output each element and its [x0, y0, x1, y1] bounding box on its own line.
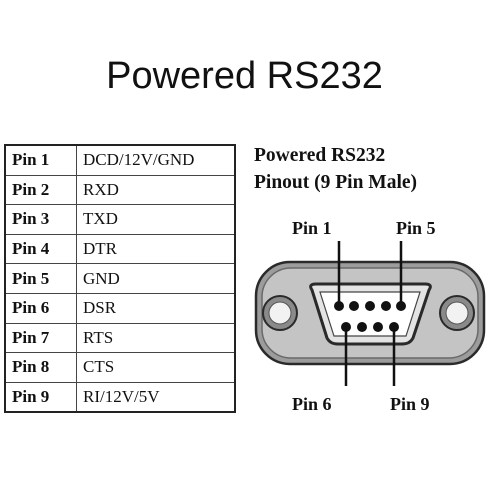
signal-cell: DTR: [76, 233, 236, 265]
pin-number-cell: Pin 9: [4, 381, 77, 413]
signal-cell: TXD: [76, 204, 236, 235]
pin-number-cell: Pin 8: [4, 352, 77, 383]
signal-cell: DCD/12V/GND: [76, 144, 236, 176]
pin-number-cell: Pin 1: [4, 144, 77, 176]
pin-8-contact: [373, 322, 383, 332]
db9-connector-diagram: Pin 1 Pin 5 Pin 6 Pin 9: [254, 218, 486, 414]
pin-1-label: Pin 1: [292, 218, 332, 238]
pin-number-cell: Pin 7: [4, 322, 77, 354]
signal-cell: RI/12V/5V: [76, 381, 236, 413]
pin-number-cell: Pin 2: [4, 174, 77, 206]
pin-9-label: Pin 9: [390, 394, 430, 414]
pin-2-contact: [349, 301, 359, 311]
pin-7-contact: [357, 322, 367, 332]
pin-number-cell: Pin 6: [4, 292, 77, 324]
pin-4-contact: [381, 301, 391, 311]
pin-number-cell: Pin 5: [4, 263, 77, 294]
diagram-title-line-2: Pinout (9 Pin Male): [254, 172, 418, 193]
pin-5-label: Pin 5: [396, 218, 436, 238]
pin-number-cell: Pin 4: [4, 233, 77, 265]
pin-number-cell: Pin 3: [4, 204, 77, 235]
mounting-hole-right-inner: [445, 301, 469, 325]
pin-6-label: Pin 6: [292, 394, 332, 414]
pin-3-contact: [365, 301, 375, 311]
d-sub-insulator: [319, 291, 421, 337]
mounting-hole-left-inner: [268, 301, 292, 325]
signal-cell: DSR: [76, 292, 236, 324]
page-title: Powered RS232: [106, 55, 383, 97]
diagram-title: Powered RS232 Pinout (9 Pin Male): [254, 142, 486, 196]
signal-cell: RTS: [76, 322, 236, 354]
signal-cell: CTS: [76, 352, 236, 383]
signal-cell: GND: [76, 263, 236, 294]
signal-cell: RXD: [76, 174, 236, 206]
diagram-title-line-1: Powered RS232: [254, 145, 386, 166]
